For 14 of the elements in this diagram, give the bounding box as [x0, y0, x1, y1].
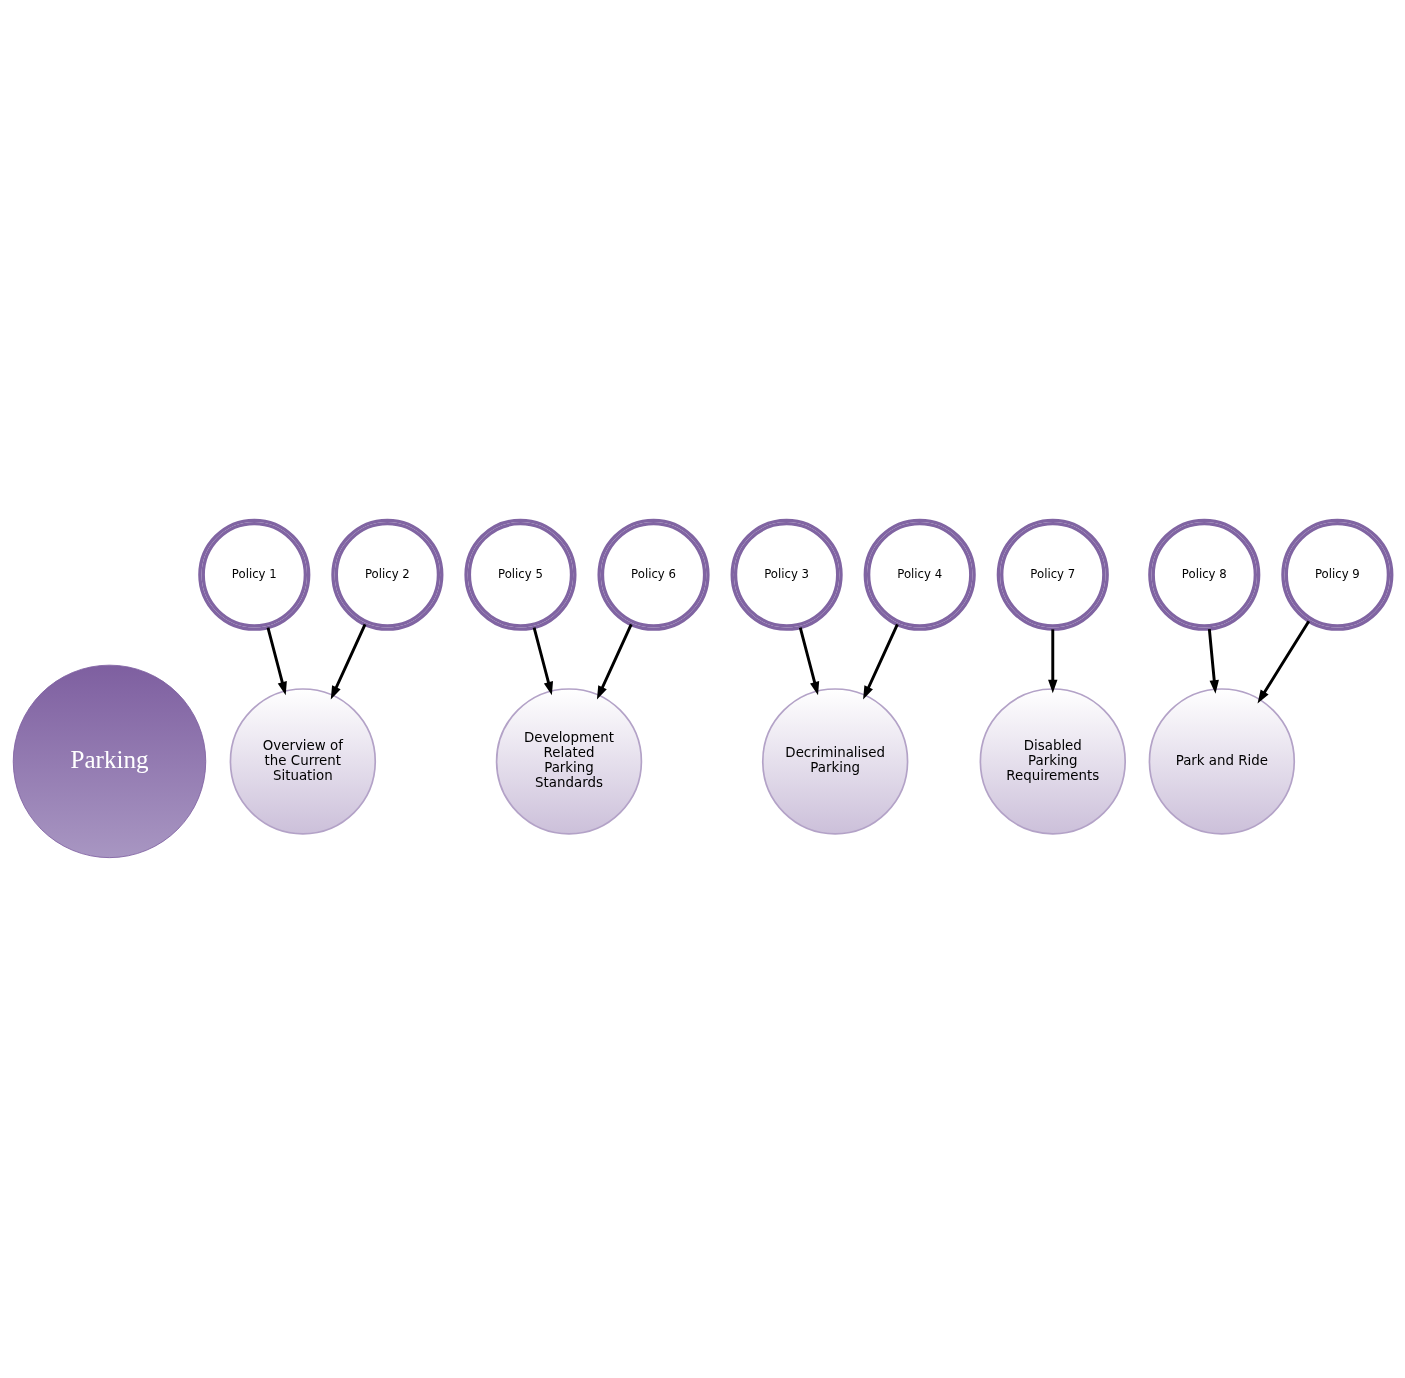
arrow [266, 627, 287, 696]
arrow [798, 627, 820, 696]
arrow [596, 623, 633, 700]
arrow [330, 623, 367, 700]
arrow [532, 627, 553, 696]
node-circle: Parking [12, 664, 207, 859]
arrow [863, 623, 899, 700]
arrow [1257, 620, 1311, 704]
node-circle: Decriminalised Parking [761, 688, 909, 835]
node-circle: Development Related Parking Standards [495, 688, 643, 835]
arrow [1048, 629, 1058, 694]
arrow [1207, 628, 1219, 694]
node-circle: Overview of the Current Situation [229, 688, 377, 835]
node-circle: Disabled Parking Requirements [979, 688, 1126, 835]
